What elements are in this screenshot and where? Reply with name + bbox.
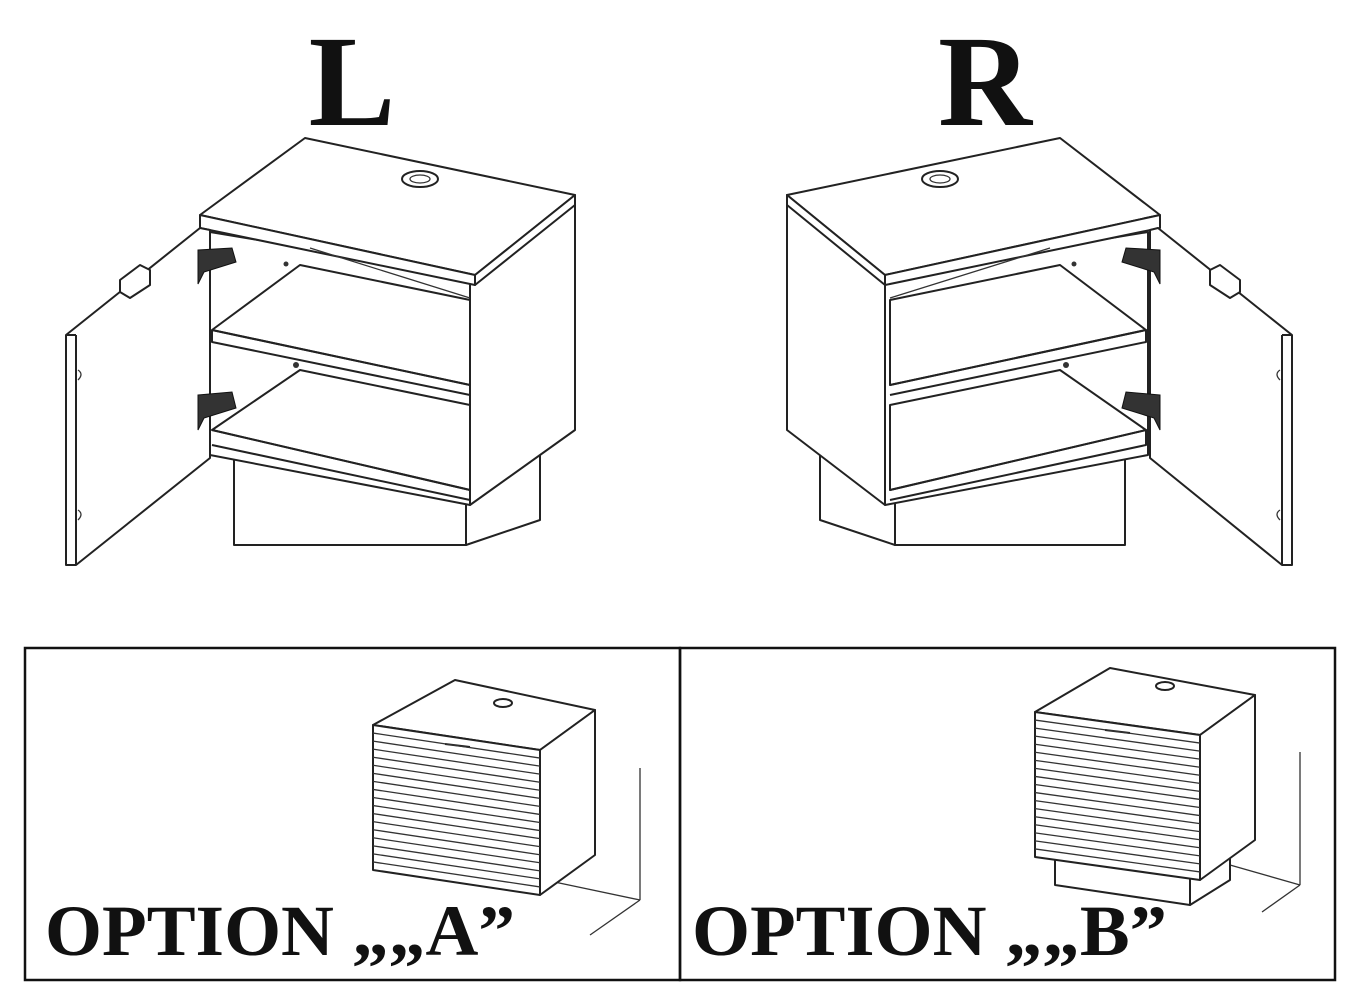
left-cabinet-illustration bbox=[65, 137, 576, 566]
left-variant-label: L bbox=[309, 10, 396, 154]
option-a-label: OPTION „„A” bbox=[45, 891, 515, 971]
option-b-label: OPTION „„B” bbox=[692, 891, 1167, 971]
right-variant-label: R bbox=[938, 10, 1034, 154]
option-a-cabinet-illustration bbox=[372, 679, 641, 936]
option-b-cabinet-illustration bbox=[1034, 667, 1301, 913]
option-b-panel bbox=[678, 646, 1337, 982]
right-cabinet-illustration bbox=[786, 137, 1293, 566]
